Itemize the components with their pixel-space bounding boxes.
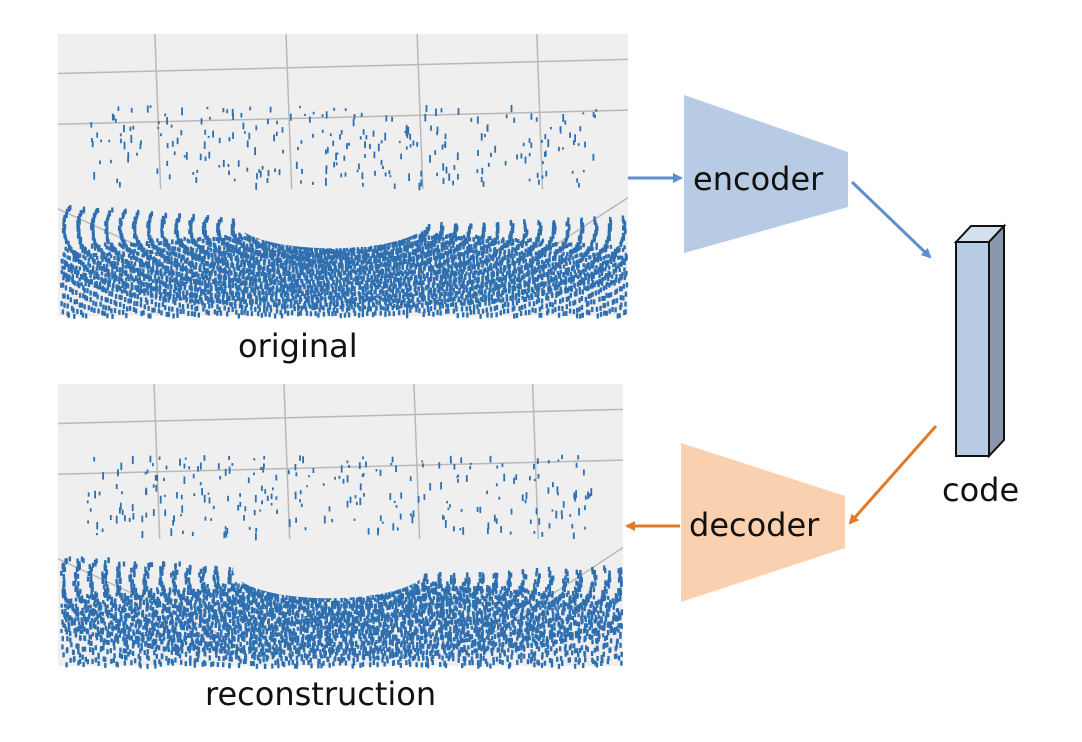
point-cloud-points xyxy=(60,105,629,319)
grid-lines xyxy=(57,33,629,303)
code-label: code xyxy=(942,471,1020,509)
reconstruction-label: reconstruction xyxy=(205,675,437,713)
code-box-side xyxy=(988,223,1005,459)
decoder-block xyxy=(681,443,845,602)
code-box-front xyxy=(955,241,990,457)
decoder-label: decoder xyxy=(689,506,820,544)
original-point-cloud xyxy=(57,33,629,319)
arrow-code-to-decoder xyxy=(848,425,938,525)
reconstruction-point-cloud xyxy=(57,383,624,669)
arrow-encoder-to-code xyxy=(850,180,932,259)
encoder-block xyxy=(684,95,848,253)
encoder-label: encoder xyxy=(693,160,824,198)
original-label: original xyxy=(238,327,358,365)
code-vector-box xyxy=(953,223,1007,459)
